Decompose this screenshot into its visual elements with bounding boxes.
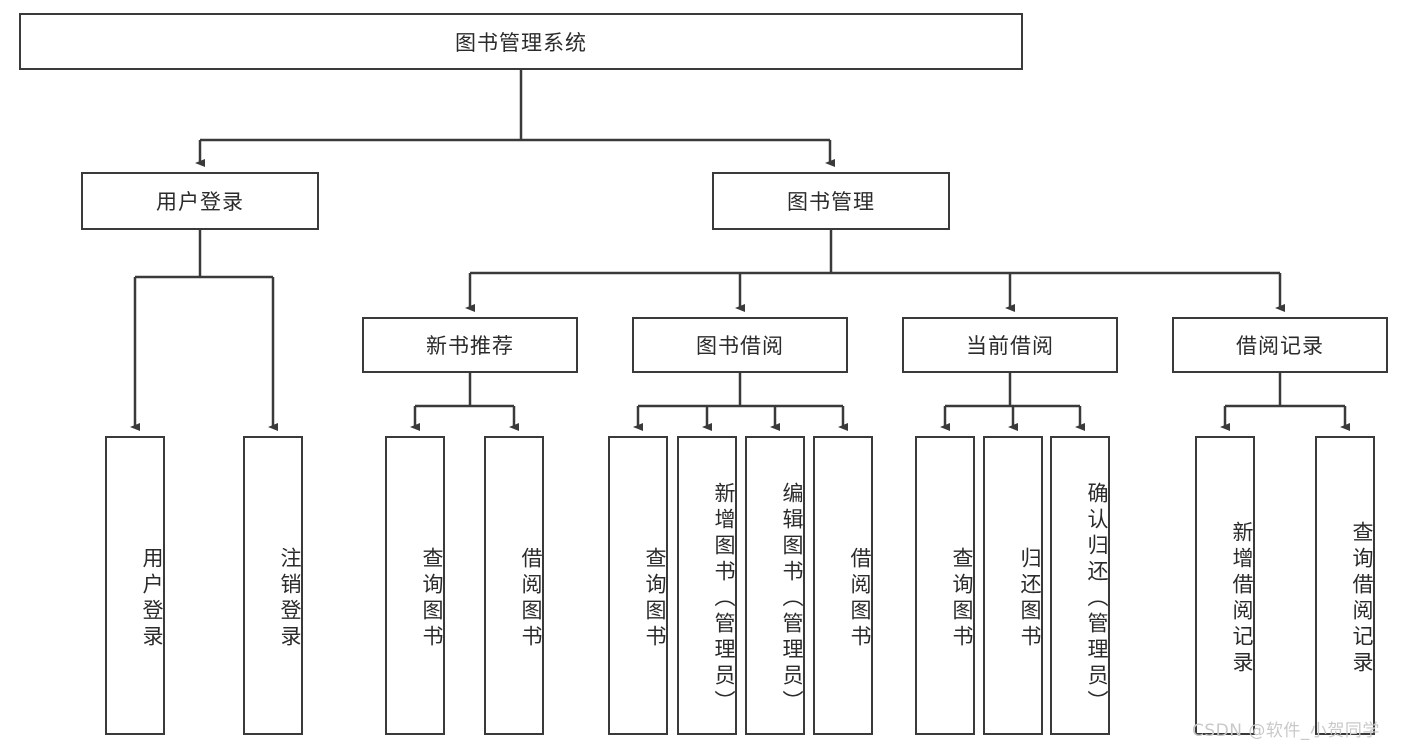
leaf-borrow-book-1[interactable]: 借阅图书 — [484, 436, 544, 735]
node-borrow-record-label: 借阅记录 — [1236, 334, 1324, 358]
leaf-confirm-return-label: 确认归还（管理员） — [1085, 481, 1109, 716]
leaf-borrow-book-2[interactable]: 借阅图书 — [813, 436, 873, 735]
node-user-login-label: 用户登录 — [156, 190, 244, 214]
node-root-label: 图书管理系统 — [455, 30, 587, 55]
leaf-borrow-book-1-label: 借阅图书 — [519, 546, 543, 651]
leaf-query-book-1-label: 查询图书 — [420, 546, 444, 651]
leaf-edit-book-label: 编辑图书（管理员） — [780, 481, 804, 716]
leaf-query-book-2-label: 查询图书 — [643, 546, 667, 651]
leaf-add-record-label: 新增借阅记录 — [1230, 520, 1254, 677]
leaf-return-book-label: 归还图书 — [1018, 546, 1042, 651]
node-new-book-recommend[interactable]: 新书推荐 — [362, 317, 578, 373]
node-current-borrow[interactable]: 当前借阅 — [902, 317, 1118, 373]
leaf-query-record-label: 查询借阅记录 — [1350, 520, 1374, 677]
leaf-user-login-label: 用户登录 — [140, 546, 164, 651]
leaf-add-book[interactable]: 新增图书（管理员） — [677, 436, 737, 735]
leaf-borrow-book-2-label: 借阅图书 — [848, 546, 872, 651]
node-user-login[interactable]: 用户登录 — [81, 172, 319, 230]
connector-lines — [130, 70, 1350, 431]
node-book-manage-label: 图书管理 — [787, 190, 875, 214]
node-new-book-recommend-label: 新书推荐 — [426, 334, 514, 358]
node-book-manage[interactable]: 图书管理 — [712, 172, 950, 230]
csdn-watermark: CSDN @软件_小贺同学 — [1192, 721, 1380, 741]
leaf-query-book-1[interactable]: 查询图书 — [385, 436, 445, 735]
leaf-query-book-3[interactable]: 查询图书 — [915, 436, 975, 735]
leaf-add-record[interactable]: 新增借阅记录 — [1195, 436, 1255, 735]
leaf-logout-label: 注销登录 — [278, 546, 302, 651]
leaf-confirm-return[interactable]: 确认归还（管理员） — [1050, 436, 1110, 735]
node-root[interactable]: 图书管理系统 — [19, 13, 1023, 70]
leaf-user-login[interactable]: 用户登录 — [105, 436, 165, 735]
node-current-borrow-label: 当前借阅 — [966, 334, 1054, 358]
leaf-query-record[interactable]: 查询借阅记录 — [1315, 436, 1375, 735]
leaf-return-book[interactable]: 归还图书 — [983, 436, 1043, 735]
node-borrow-record[interactable]: 借阅记录 — [1172, 317, 1388, 373]
node-book-borrow-label: 图书借阅 — [696, 334, 784, 358]
leaf-logout[interactable]: 注销登录 — [243, 436, 303, 735]
node-book-borrow[interactable]: 图书借阅 — [632, 317, 848, 373]
leaf-query-book-3-label: 查询图书 — [950, 546, 974, 651]
leaf-edit-book[interactable]: 编辑图书（管理员） — [745, 436, 805, 735]
leaf-query-book-2[interactable]: 查询图书 — [608, 436, 668, 735]
leaf-add-book-label: 新增图书（管理员） — [712, 481, 736, 716]
